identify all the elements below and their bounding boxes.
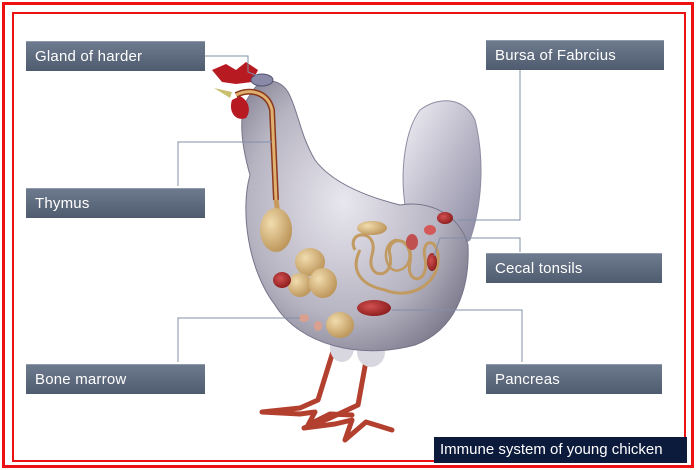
chicken-wattle xyxy=(231,96,249,119)
label-thymus: Thymus xyxy=(26,188,205,218)
bursa-of-fabricius-organ xyxy=(437,212,453,224)
label-cecal-tonsils: Cecal tonsils xyxy=(486,253,662,283)
label-pancreas: Pancreas xyxy=(486,364,662,394)
label-bone-marrow: Bone marrow xyxy=(26,364,205,394)
label-bursa-of-fabricius: Bursa of Fabrcius xyxy=(486,40,664,70)
label-gland-of-harder: Gland of harder xyxy=(26,41,205,71)
bone-marrow-organ xyxy=(299,314,309,322)
pancreas-organ xyxy=(357,300,391,316)
cecal-tonsils-organ xyxy=(427,253,437,271)
caption-banner: Immune system of young chicken xyxy=(434,437,687,463)
gland-of-harder-organ xyxy=(251,74,273,86)
